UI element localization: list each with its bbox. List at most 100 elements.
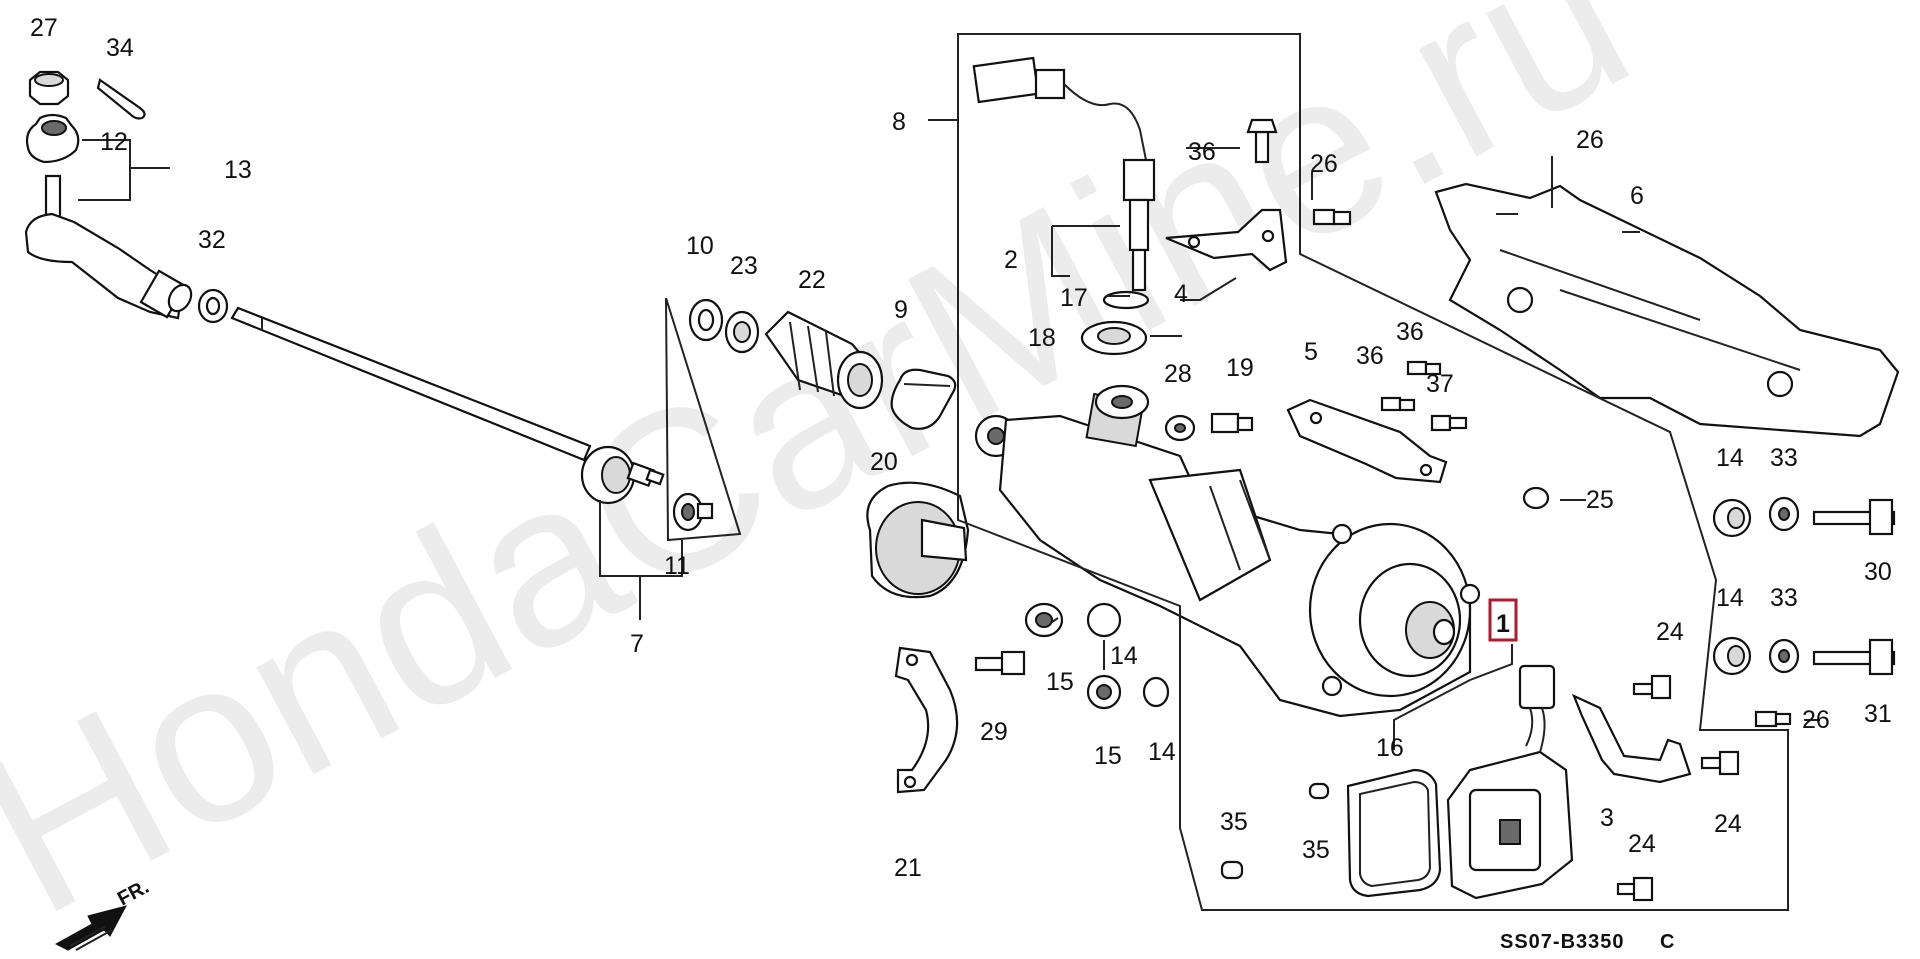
label-part-33-a[interactable]: 33 bbox=[1770, 444, 1798, 472]
label-part-27[interactable]: 27 bbox=[30, 14, 58, 42]
label-part-37[interactable]: 37 bbox=[1426, 370, 1454, 398]
tie-rod-7 bbox=[230, 306, 665, 505]
label-part-31[interactable]: 31 bbox=[1864, 700, 1892, 728]
label-part-23[interactable]: 23 bbox=[730, 252, 758, 280]
washer-33-b bbox=[1768, 638, 1800, 674]
gasket-16 bbox=[1346, 768, 1442, 898]
label-part-7[interactable]: 7 bbox=[630, 630, 644, 658]
bolt-26-lower bbox=[1754, 710, 1792, 728]
seal-18 bbox=[1080, 320, 1148, 356]
label-part-35-a[interactable]: 35 bbox=[1220, 808, 1248, 836]
label-part-36-a[interactable]: 36 bbox=[1188, 138, 1216, 166]
bolt-31 bbox=[1812, 638, 1896, 676]
label-part-22[interactable]: 22 bbox=[798, 266, 826, 294]
dowel-35-b bbox=[1308, 782, 1330, 800]
bushing-23 bbox=[724, 310, 760, 354]
ball-joint-boot-12 bbox=[25, 113, 80, 164]
bolt-24-a bbox=[1632, 674, 1672, 700]
lock-nut-32 bbox=[197, 288, 229, 324]
bushing-14-a bbox=[1086, 602, 1122, 638]
bolt-19 bbox=[1210, 412, 1254, 434]
label-part-15-b[interactable]: 15 bbox=[1094, 742, 1122, 770]
sensor-assembly-2 bbox=[972, 56, 1156, 292]
label-part-1[interactable]: 1 bbox=[1496, 610, 1510, 638]
bushing-15-a bbox=[1024, 602, 1064, 638]
label-part-2[interactable]: 2 bbox=[1004, 246, 1018, 274]
label-part-5[interactable]: 5 bbox=[1304, 338, 1318, 366]
label-part-24-b[interactable]: 24 bbox=[1714, 810, 1742, 838]
bolt-29 bbox=[974, 650, 1026, 676]
label-part-30[interactable]: 30 bbox=[1864, 558, 1892, 586]
label-part-26-a[interactable]: 26 bbox=[1310, 150, 1338, 178]
label-part-36-b[interactable]: 36 bbox=[1356, 342, 1384, 370]
boot-clamp-9 bbox=[890, 368, 957, 430]
label-part-26-c[interactable]: 26 bbox=[1802, 706, 1830, 734]
label-part-28[interactable]: 28 bbox=[1164, 360, 1192, 388]
label-part-9[interactable]: 9 bbox=[894, 296, 908, 324]
bolt-26-top bbox=[1312, 208, 1352, 226]
castle-nut-27 bbox=[28, 70, 70, 106]
bushing-14-b bbox=[1142, 676, 1170, 708]
reference-code-suffix: C bbox=[1660, 931, 1675, 953]
leader-lines bbox=[78, 33, 1820, 911]
label-part-35-b[interactable]: 35 bbox=[1302, 836, 1330, 864]
part-number-labels: 1 2 3 4 5 6 7 8 9 10 11 12 13 14 14 14 1… bbox=[30, 14, 1892, 882]
tie-rod-end-13 bbox=[24, 174, 193, 320]
label-part-11[interactable]: 11 bbox=[664, 552, 690, 580]
washer-33-a bbox=[1768, 496, 1800, 532]
label-part-34[interactable]: 34 bbox=[106, 34, 134, 62]
label-part-3[interactable]: 3 bbox=[1600, 804, 1614, 832]
label-part-26-b[interactable]: 26 bbox=[1576, 126, 1604, 154]
label-part-17[interactable]: 17 bbox=[1060, 284, 1088, 312]
label-part-15-a[interactable]: 15 bbox=[1046, 668, 1074, 696]
label-part-36-c[interactable]: 36 bbox=[1396, 318, 1424, 346]
bolt-30 bbox=[1812, 498, 1896, 536]
cushion-14-right-a bbox=[1712, 498, 1752, 538]
dowel-35-a bbox=[1220, 860, 1244, 880]
label-part-20[interactable]: 20 bbox=[870, 448, 898, 476]
bolt-24-b bbox=[1700, 750, 1740, 776]
label-part-25[interactable]: 25 bbox=[1586, 486, 1614, 514]
reference-code-text: SS07-B3350 bbox=[1500, 931, 1625, 953]
bracket-4 bbox=[1165, 208, 1288, 272]
label-part-14-a[interactable]: 14 bbox=[1110, 642, 1138, 670]
label-part-10[interactable]: 10 bbox=[686, 232, 714, 260]
label-part-29[interactable]: 29 bbox=[980, 718, 1008, 746]
label-part-4[interactable]: 4 bbox=[1174, 280, 1188, 308]
washer-10 bbox=[688, 298, 724, 342]
label-part-14-b[interactable]: 14 bbox=[1148, 738, 1176, 766]
bellows-boot-22 bbox=[764, 310, 884, 410]
label-part-13[interactable]: 13 bbox=[224, 156, 252, 184]
control-unit-1 bbox=[1446, 664, 1574, 900]
label-part-24-c[interactable]: 24 bbox=[1628, 830, 1656, 858]
label-part-18[interactable]: 18 bbox=[1028, 324, 1056, 352]
cushion-14-right-b bbox=[1712, 636, 1752, 676]
label-part-14-d[interactable]: 14 bbox=[1716, 584, 1744, 612]
label-part-24-a[interactable]: 24 bbox=[1656, 618, 1684, 646]
cotter-pin-34 bbox=[96, 78, 146, 120]
cap-25 bbox=[1522, 486, 1550, 510]
o-ring-17 bbox=[1102, 290, 1150, 310]
label-part-33-b[interactable]: 33 bbox=[1770, 584, 1798, 612]
label-part-8[interactable]: 8 bbox=[892, 108, 906, 136]
highlight-box-part-1 bbox=[1488, 598, 1518, 642]
gearbox-housing-8 bbox=[974, 384, 1481, 718]
bushing-15-b bbox=[1086, 674, 1122, 710]
tie-rod-end-group bbox=[24, 70, 714, 532]
bracket-3 bbox=[1571, 693, 1692, 784]
label-part-6[interactable]: 6 bbox=[1630, 182, 1644, 210]
label-part-16[interactable]: 16 bbox=[1376, 734, 1404, 762]
boot-band-11 bbox=[672, 492, 714, 532]
label-part-12[interactable]: 12 bbox=[100, 128, 128, 156]
label-part-14-c[interactable]: 14 bbox=[1716, 444, 1744, 472]
label-part-19[interactable]: 19 bbox=[1226, 354, 1254, 382]
label-part-32[interactable]: 32 bbox=[198, 226, 226, 254]
washer-28 bbox=[1164, 414, 1196, 442]
boot-kit-group bbox=[688, 298, 957, 430]
cover-6 bbox=[1434, 182, 1900, 438]
bolt-36-top bbox=[1246, 118, 1278, 164]
label-part-21[interactable]: 21 bbox=[894, 854, 922, 882]
bolt-24-c bbox=[1616, 876, 1654, 902]
reference-code: SS07-B3350 C bbox=[1500, 931, 1675, 953]
